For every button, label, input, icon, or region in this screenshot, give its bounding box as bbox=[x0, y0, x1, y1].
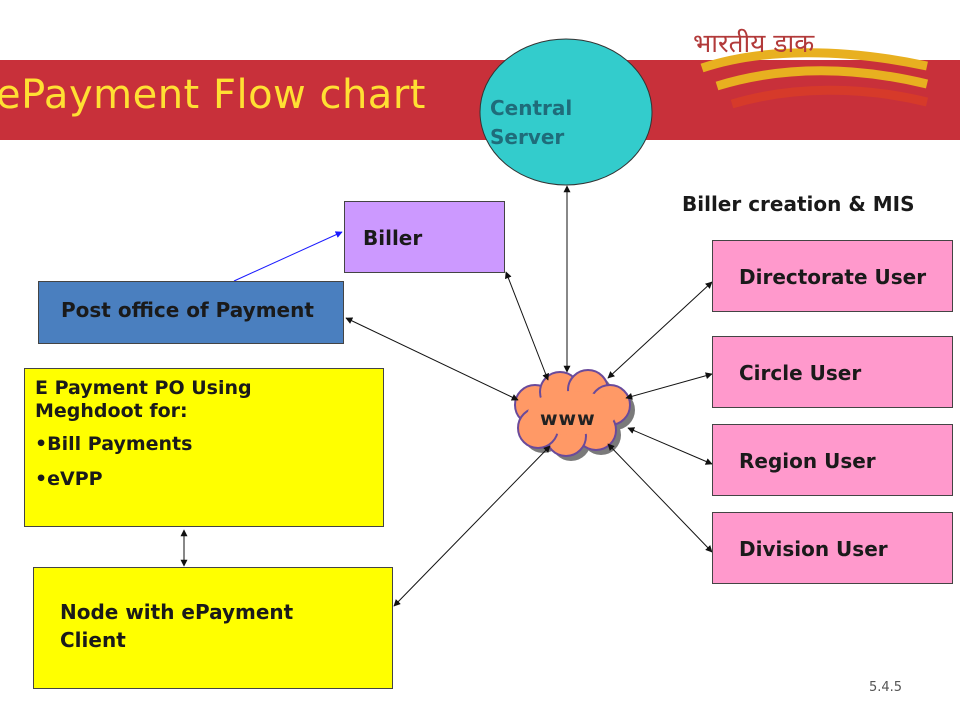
arrow-www-region bbox=[627, 427, 713, 465]
arrow-post-biller bbox=[233, 231, 343, 282]
biller-box: Biller bbox=[344, 201, 505, 273]
india-post-logo-icon bbox=[700, 48, 929, 109]
epayment-po-heading: E Payment PO Using Meghdoot for: bbox=[35, 377, 252, 422]
division-user-box: Division User bbox=[712, 512, 953, 584]
logo-text: भारतीय डाक bbox=[693, 29, 815, 59]
www-label: www bbox=[540, 408, 596, 430]
bullet-item: eVPP bbox=[35, 468, 383, 491]
mis-heading: Biller creation & MIS bbox=[682, 192, 915, 216]
arrow-www-circle bbox=[625, 372, 713, 400]
node-client-box: Node with ePayment Client bbox=[33, 567, 393, 689]
directorate-user-box: Directorate User bbox=[712, 240, 953, 312]
post-office-box: Post office of Payment bbox=[38, 281, 344, 344]
bullet-item: Bill Payments bbox=[35, 433, 383, 456]
arrow-node-www bbox=[393, 445, 551, 607]
arrow-biller-www bbox=[505, 271, 549, 381]
central-server-label: Central Server bbox=[490, 96, 573, 149]
epayment-po-bullets: Bill Payments eVPP bbox=[35, 433, 383, 491]
circle-user-box: Circle User bbox=[712, 336, 953, 408]
arrow-www-directorate bbox=[607, 281, 713, 379]
slide-number: 5.4.5 bbox=[869, 680, 903, 695]
arrow-www-division bbox=[607, 443, 713, 553]
central-server-node bbox=[479, 38, 653, 186]
slide-title: ePayment Flow chart bbox=[0, 72, 426, 118]
arrow-post-www bbox=[345, 317, 519, 401]
region-user-box: Region User bbox=[712, 424, 953, 496]
www-cloud-icon bbox=[514, 369, 635, 461]
epayment-po-box: E Payment PO Using Meghdoot for: Bill Pa… bbox=[24, 368, 384, 527]
